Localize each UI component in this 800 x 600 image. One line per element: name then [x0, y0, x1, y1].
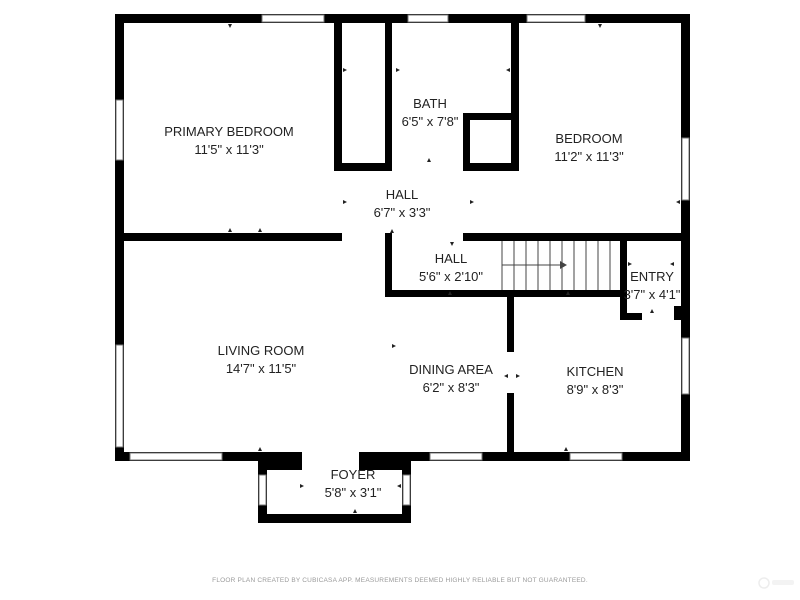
room-name-kitchen: KITCHEN: [566, 364, 623, 379]
room-dims-kitchen: 8'9" x 8'3": [567, 382, 624, 397]
room-dims-bath: 6'5" x 7'8": [402, 114, 459, 129]
room-name-foyer: FOYER: [331, 467, 376, 482]
door-markers: [228, 24, 680, 513]
room-name-living-room: LIVING ROOM: [218, 343, 305, 358]
room-name-bath: BATH: [413, 96, 447, 111]
watermark-logo: [758, 577, 794, 589]
room-labels: PRIMARY BEDROOM 11'5" x 11'3" BATH 6'5" …: [164, 96, 681, 500]
room-name-bedroom: BEDROOM: [555, 131, 622, 146]
room-dims-foyer: 5'8" x 3'1": [325, 485, 382, 500]
room-name-entry: ENTRY: [630, 269, 674, 284]
windows: [115, 14, 690, 506]
walls: [115, 14, 690, 523]
room-name-hall-upper: HALL: [386, 187, 419, 202]
room-name-hall-lower: HALL: [435, 251, 468, 266]
room-dims-primary-bedroom: 11'5" x 11'3": [194, 142, 264, 157]
room-name-primary-bedroom: PRIMARY BEDROOM: [164, 124, 294, 139]
openings: [302, 172, 470, 461]
footer-disclaimer: FLOOR PLAN CREATED BY CUBICASA APP. MEAS…: [212, 577, 588, 584]
room-dims-hall-lower: 5'6" x 2'10": [419, 269, 483, 284]
room-dims-bedroom: 11'2" x 11'3": [554, 149, 624, 164]
room-dims-entry: 3'7" x 4'1": [624, 287, 681, 302]
room-dims-living-room: 14'7" x 11'5": [226, 361, 297, 376]
stairs: [501, 241, 611, 290]
room-dims-hall-upper: 6'7" x 3'3": [374, 205, 431, 220]
room-dims-dining-area: 6'2" x 8'3": [423, 380, 480, 395]
room-name-dining-area: DINING AREA: [409, 362, 493, 377]
